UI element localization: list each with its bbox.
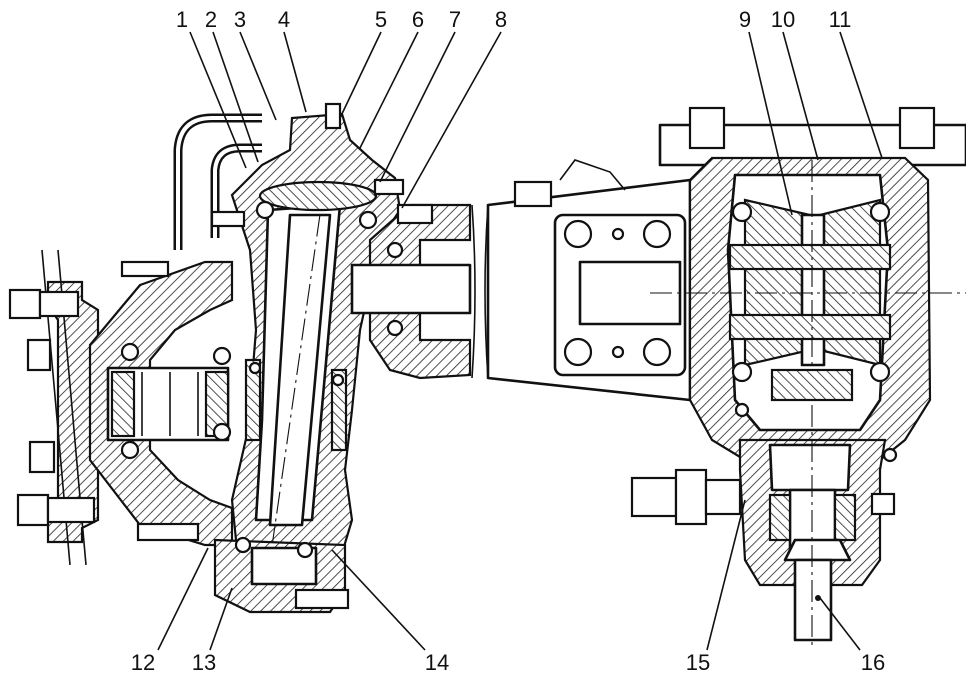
- callout-4: 4: [278, 7, 290, 32]
- leader-lines: [157, 31, 883, 651]
- callout-10: 10: [771, 7, 795, 32]
- callout-7: 7: [449, 7, 461, 32]
- callout-13: 13: [192, 650, 216, 675]
- right-main-drive-assembly: [486, 106, 966, 650]
- callout-3: 3: [234, 7, 246, 32]
- axle-tube-left: [350, 203, 472, 380]
- bevel-gear-housing: [210, 102, 405, 614]
- callout-2: 2: [205, 7, 217, 32]
- callout-15: 15: [686, 650, 710, 675]
- left-final-drive-assembly: [8, 102, 472, 614]
- callout-11: 11: [829, 7, 852, 32]
- callout-1: 1: [176, 7, 188, 32]
- differential-housing: [650, 156, 966, 462]
- wheel-hub-flange: [8, 249, 100, 566]
- hub-reduction-housing: [88, 260, 234, 547]
- pinion-housing: [630, 402, 898, 650]
- callout-6: 6: [412, 7, 424, 32]
- callout-8: 8: [495, 7, 507, 32]
- callout-9: 9: [739, 7, 751, 32]
- callout-labels: 1 2 3 4 5 6 7 8 9 10 11 12 13 14 15 16: [131, 7, 885, 675]
- callout-16: 16: [861, 650, 885, 675]
- callout-14: 14: [425, 650, 449, 675]
- callout-5: 5: [375, 7, 387, 32]
- callout-12: 12: [131, 650, 155, 675]
